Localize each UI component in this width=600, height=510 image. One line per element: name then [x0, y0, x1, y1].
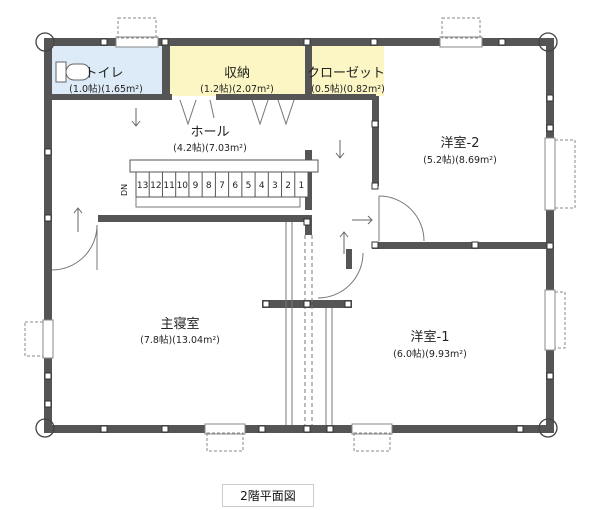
- flow-arrows: [73, 108, 373, 254]
- wall-marker: [516, 425, 524, 433]
- hall-size: (4.2帖)(7.03m²): [173, 142, 247, 154]
- wall-marker: [546, 242, 554, 250]
- corner-columns: [35, 32, 558, 438]
- wall-markers: [44, 38, 554, 433]
- wall-marker: [262, 300, 270, 308]
- stair-step-number: 11: [163, 181, 174, 191]
- stair-step-number: 2: [285, 181, 291, 191]
- stairs-dn-label: DN: [120, 184, 129, 196]
- staircase: [129, 159, 319, 208]
- storage-size: (1.2帖)(2.07m²): [200, 83, 274, 95]
- wall-marker: [371, 241, 379, 249]
- western2-name: 洋室-2: [441, 135, 480, 151]
- wall-marker: [161, 38, 169, 46]
- wall-marker: [161, 425, 169, 433]
- wall-marker: [471, 241, 479, 249]
- windows: [42, 36, 556, 435]
- wall-marker: [44, 400, 52, 408]
- western1-size: (6.0帖)(9.93m²): [393, 348, 467, 360]
- stair-step-number: 9: [193, 181, 199, 191]
- western2-size: (5.2帖)(8.69m²): [423, 154, 497, 166]
- exterior-walls: [44, 38, 554, 433]
- stair-step-number: 5: [246, 181, 252, 191]
- storage-name: 収納: [224, 66, 250, 81]
- wall-marker: [371, 182, 379, 190]
- hall-name: ホール: [190, 125, 229, 140]
- master-size: (7.8帖)(13.04m²): [140, 334, 220, 346]
- wall-marker: [546, 372, 554, 380]
- partition-lines: [285, 222, 333, 425]
- stair-step-number: 10: [177, 181, 189, 191]
- wall-marker: [44, 148, 52, 156]
- wall-marker: [546, 94, 554, 102]
- stair-step-number: 4: [259, 181, 265, 191]
- doors: [51, 195, 425, 299]
- wall-marker: [546, 124, 554, 132]
- wall-marker: [303, 218, 311, 226]
- wall-marker: [371, 120, 379, 128]
- wall-marker: [326, 425, 334, 433]
- plan-title: 2階平面図: [222, 484, 314, 507]
- bifold-door-marks: [179, 99, 295, 126]
- wall-marker: [44, 214, 52, 222]
- wall-marker: [498, 38, 506, 46]
- toilet-name: トイレ: [84, 66, 123, 81]
- stair-step-number: 12: [150, 181, 161, 191]
- window-frames: [24, 17, 576, 452]
- wall-marker: [100, 38, 108, 46]
- stair-step-number: 7: [219, 181, 225, 191]
- wall-marker: [44, 372, 52, 380]
- closet-fill: [312, 46, 384, 96]
- storage-fill: [170, 46, 310, 96]
- stair-step-number: 3: [272, 181, 278, 191]
- stair-step-number: 8: [206, 181, 212, 191]
- wall-marker: [303, 300, 311, 308]
- wall-marker: [303, 425, 311, 433]
- stair-step-number: 6: [232, 181, 238, 191]
- closet-size: (0.5帖)(0.82m²): [311, 83, 385, 95]
- master-name: 主寝室: [160, 316, 199, 332]
- toilet-size: (1.0帖)(1.65m²): [69, 83, 143, 95]
- wall-marker: [370, 38, 378, 46]
- western1-name: 洋室-1: [411, 329, 450, 345]
- wall-marker: [303, 38, 311, 46]
- wall-marker: [100, 425, 108, 433]
- closet-name: クローゼット: [307, 66, 385, 81]
- wall-marker: [344, 300, 352, 308]
- stair-step-number: 1: [299, 181, 305, 191]
- stair-step-number: 13: [137, 181, 148, 191]
- toilet-fixture: [55, 61, 91, 83]
- wall-marker: [258, 425, 266, 433]
